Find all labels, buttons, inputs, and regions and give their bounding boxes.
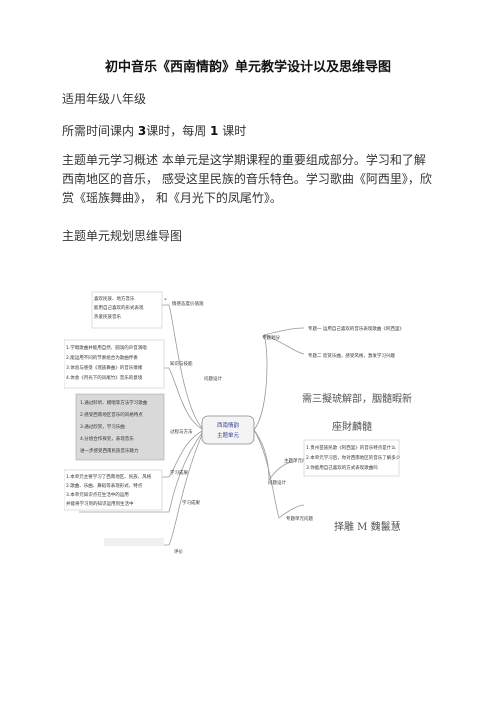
hours-mid: 课时，每周 [146, 124, 207, 138]
node-unit-question-2: 专题单元问题 [286, 515, 313, 522]
node-unit-question-1: 主题单元问题 [284, 457, 311, 464]
mindmap-heading: 主题单元规划思维导图 [62, 229, 183, 243]
topic-one: 专题一 运用自己喜欢的音乐表现歌曲《阿西里》 [308, 325, 404, 332]
hours-in-class: 3 [137, 124, 147, 138]
node-left-question: 问题设计 [204, 375, 222, 382]
process-box: 1.通过聆听、模唱等方法学习歌曲 2.感受西南地区音乐的风格特点 3.通过欣赏，… [75, 393, 193, 461]
node-evaluation: 评价 [174, 548, 183, 555]
unit-overview: 主题单元学习概述 本单元是这学期课程的重要组成部分。学习和了解西南地区的音乐， … [62, 153, 432, 205]
hours-per-week: 1 [210, 124, 219, 138]
star-mark: * [164, 298, 167, 304]
topic-two: 专题二 欣赏乐曲，感受风格，激发学习兴趣 [308, 352, 395, 359]
right-line-3: 3.你能用自己喜欢的方式表现歌曲吗 [306, 464, 378, 471]
goal-box: 喜欢民族、地方音乐 能用自己喜欢的形式表现 热爱民族音乐 * 情感态度价值观 [91, 291, 204, 329]
hours-prefix: 所需时间课内 [62, 124, 135, 138]
skill-line-1: 1.学唱歌曲并能用自然、圆润的声音演唱 [66, 344, 147, 351]
process-line-3: 3.通过欣赏，学习乐曲 [80, 423, 125, 430]
node-outcome: 学习成果 [170, 469, 188, 476]
node-skills: 知识与技能 [170, 360, 193, 367]
skill-line-4: 4.体会《月光下的凤尾竹》音乐的意境 [66, 374, 143, 381]
right-line-2: 2.本单元学习后，你对西南地区的音乐了解多少 [306, 454, 401, 461]
goal-line-2: 能用自己喜欢的形式表现 [94, 304, 144, 311]
document-title: 初中音乐《西南情韵》单元教学设计以及思维导图 [104, 60, 391, 75]
blurred-text-1: 需三擬琥解部，胭髓暇新 [302, 392, 412, 405]
outcome-line-3: 3.本单元知识点在生活中的运用 [66, 491, 129, 498]
blurred-text-3: 择雕 M 魏鬣慧 [334, 520, 401, 533]
outcome-box: 1.本单元主要学习了西南地区、民族、风格 2.歌曲、乐曲、舞蹈等表现形式、特点 … [64, 469, 200, 511]
skill-line-2: 2.能运用不同的节奏组合为歌曲伴奏 [66, 354, 138, 361]
node-process: 过程与方法 [170, 428, 193, 435]
hours-line: 所需时间课内 3课时，每周 1 课时 [62, 121, 246, 141]
node-outcome-2: 学习成果 [182, 499, 200, 506]
outcome-line-1: 1.本单元主要学习了西南地区、民族、风格 [66, 473, 152, 480]
node-right-question: 问题设计 [268, 479, 286, 486]
center-label-2: 主题单元 [217, 431, 240, 439]
hours-suffix: 课时 [222, 124, 247, 138]
right-line-1: 1.贵州苗族民歌《阿西里》的音乐特点是什么 [306, 444, 396, 451]
skill-line-3: 3.体验与感受《瑶族舞曲》的音乐情绪 [66, 364, 143, 371]
grade-line: 适用年级八年级 [62, 92, 147, 106]
mind-map-image: 西南情韵 主题单元 喜欢民族、地方音乐 能用自己喜欢的形式表现 热爱民族音乐 *… [64, 291, 412, 555]
process-line-2: 2.感受西南地区音乐的风格特点 [80, 411, 143, 418]
node-attitude: 情感态度价值观 [172, 300, 204, 307]
process-line-4: 4.分组合作探究，表现音乐 [80, 435, 134, 442]
center-node [201, 415, 255, 445]
blurred-strip [104, 538, 164, 546]
outcome-line-2: 2.歌曲、乐曲、舞蹈等表现形式、特点 [66, 482, 143, 489]
node-topics: 专题划分 [262, 334, 280, 341]
process-line-1: 1.通过聆听、模唱等方法学习歌曲 [80, 399, 148, 406]
blurred-text-2: 座財麟髓 [332, 420, 372, 433]
goal-line-3: 热爱民族音乐 [94, 313, 121, 320]
center-label-1: 西南情韵 [217, 421, 240, 429]
skill-box: 1.学唱歌曲并能用自然、圆润的声音演唱 2.能运用不同的节奏组合为歌曲伴奏 3.… [64, 339, 193, 389]
outcome-line-4: 并能将学习到的知识运用到生活中 [66, 500, 134, 507]
process-line-5: 进一步感受西南民族音乐魅力 [80, 447, 139, 454]
right-question-box [303, 439, 400, 477]
goal-line-1: 喜欢民族、地方音乐 [94, 295, 135, 302]
